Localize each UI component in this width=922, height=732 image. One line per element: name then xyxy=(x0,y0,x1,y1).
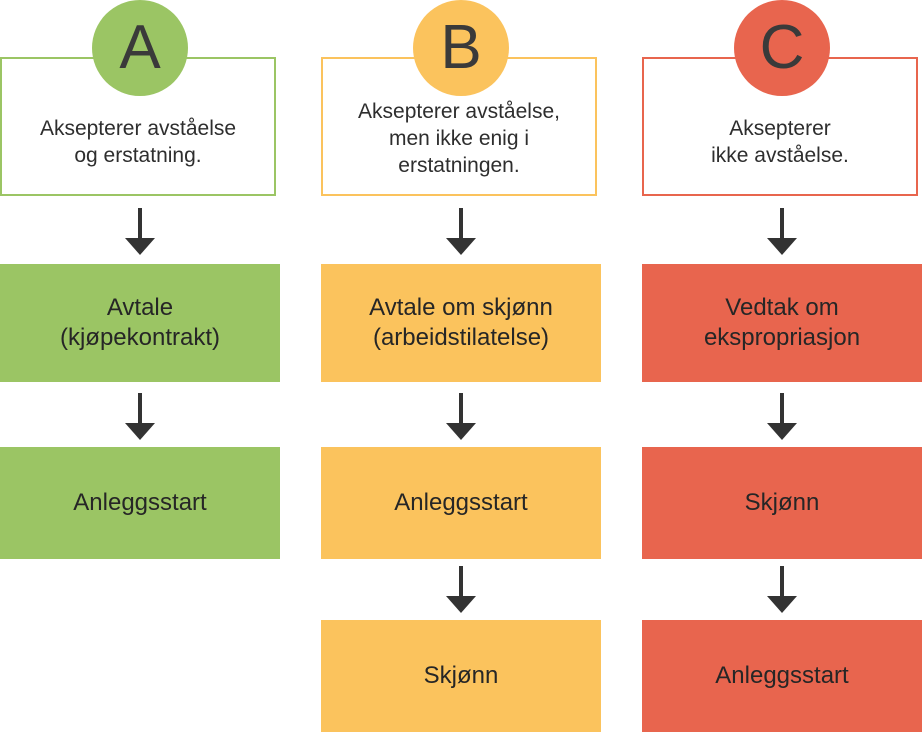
step-a-2: Anleggsstart xyxy=(0,447,280,559)
column-c: C Aksepterer ikke avståelse. Vedtak om e… xyxy=(642,0,922,732)
step-b-1: Avtale om skjønn (arbeidstilatelse) xyxy=(321,264,601,382)
down-arrow-icon xyxy=(767,566,797,614)
down-arrow-icon xyxy=(446,566,476,614)
down-arrow-icon xyxy=(125,208,155,256)
step-c-3: Anleggsstart xyxy=(642,620,922,732)
down-arrow-icon xyxy=(446,208,476,256)
badge-b: B xyxy=(413,0,509,96)
down-arrow-icon xyxy=(125,393,155,441)
description-box-b: Aksepterer avståelse, men ikke enig i er… xyxy=(321,57,597,196)
down-arrow-icon xyxy=(767,208,797,256)
description-text-a: Aksepterer avståelse og erstatning. xyxy=(39,116,237,167)
column-a: A Aksepterer avståelse og erstatning. Av… xyxy=(0,0,280,731)
step-a-1: Avtale (kjøpekontrakt) xyxy=(0,264,280,382)
down-arrow-icon xyxy=(767,393,797,441)
step-c-2: Skjønn xyxy=(642,447,922,559)
column-b: B Aksepterer avståelse, men ikke enig i … xyxy=(321,0,601,732)
step-b-3: Skjønn xyxy=(321,620,601,732)
description-text-c: Aksepterer ikke avståelse. xyxy=(711,116,849,167)
description-text-b: Aksepterer avståelse, men ikke enig i er… xyxy=(358,100,560,177)
badge-a: A xyxy=(92,0,188,96)
step-b-2: Anleggsstart xyxy=(321,447,601,559)
badge-c: C xyxy=(734,0,830,96)
step-c-1: Vedtak om ekspropriasjon xyxy=(642,264,922,382)
down-arrow-icon xyxy=(446,393,476,441)
